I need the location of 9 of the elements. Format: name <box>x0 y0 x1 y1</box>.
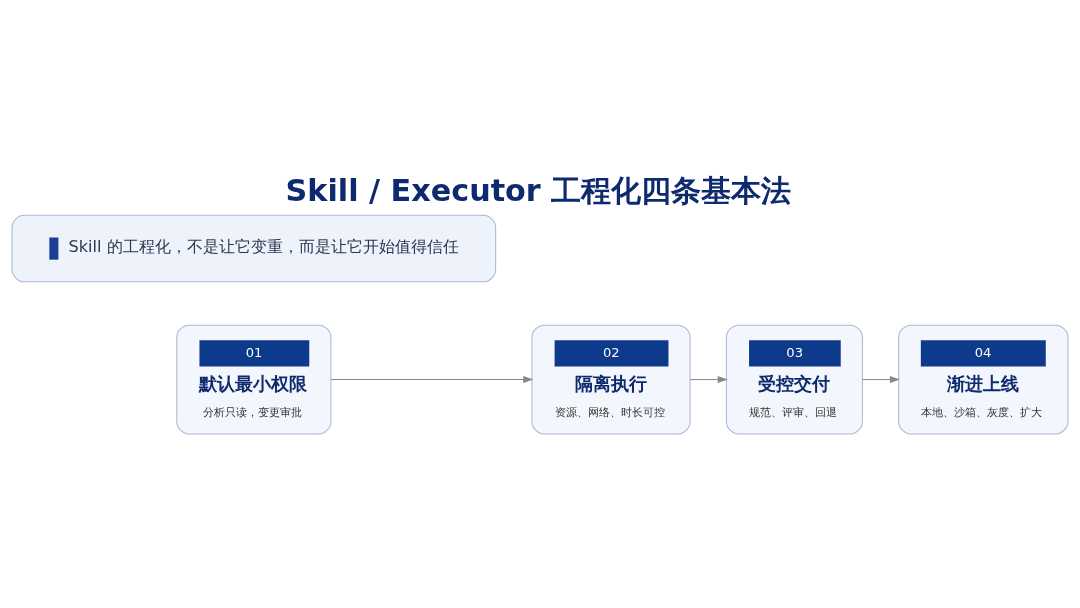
diagram-title: Skill / Executor 工程化四条基本法 <box>285 173 792 209</box>
node-box: Skill 的工程化，不是让它变重，而是让它开始值得信任 <box>11 214 497 283</box>
node-box: 02 隔离执行 资源、网络、时长可控 <box>531 324 691 435</box>
arrow <box>689 376 728 384</box>
node-box: 03 受控交付 规范、评审、回退 <box>725 324 863 435</box>
node-box: 04 渐进上线 本地、沙箱、灰度、扩大 <box>898 324 1069 435</box>
arrow <box>862 376 900 384</box>
node-box: 01 默认最小权限 分析只读，变更审批 <box>176 324 332 435</box>
arrow <box>330 376 534 384</box>
